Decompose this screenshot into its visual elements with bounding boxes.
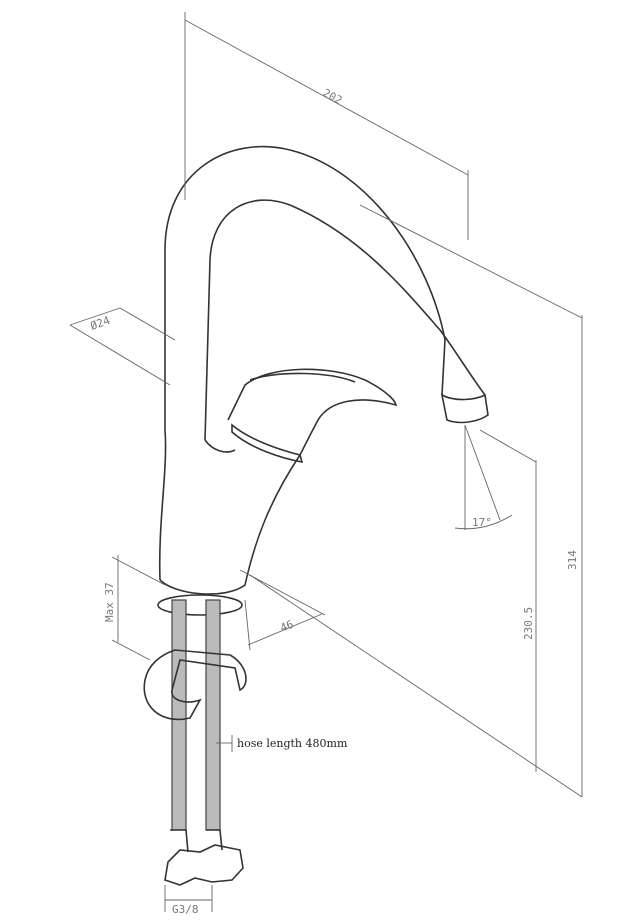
dim-base-diameter: 46: [278, 618, 295, 635]
faucet-body: [157, 145, 489, 616]
dim-spout-height: 230.5: [522, 607, 535, 640]
dim-spray-angle: 17°: [472, 516, 492, 529]
dim-pipe-diameter: Ø24: [89, 314, 112, 333]
dim-spout-reach: 202: [321, 86, 345, 107]
dim-total-height: 314: [566, 550, 579, 570]
dimension-lines: [69, 12, 583, 912]
hoses: [143, 599, 247, 886]
dim-max-counter-thickness: Max 37: [103, 582, 116, 622]
dim-thread: G3/8: [172, 903, 199, 916]
hose-length-note: hose length 480mm: [237, 737, 348, 750]
